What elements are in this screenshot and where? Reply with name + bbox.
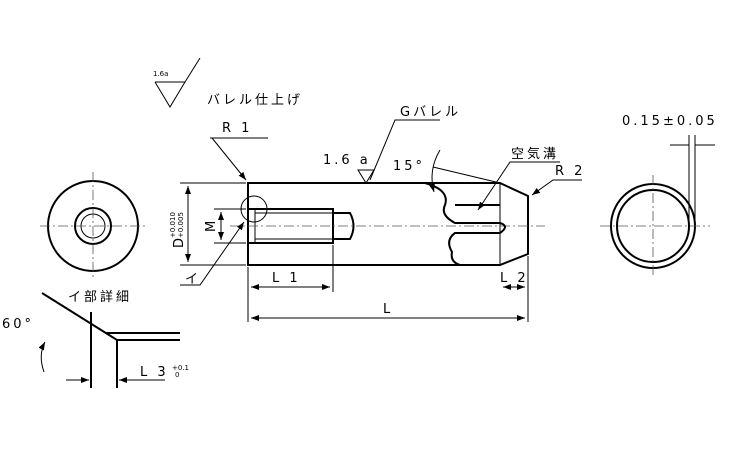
surface-roughness-symbol: 1.6a: [153, 57, 201, 108]
l1-label: L 1: [272, 271, 301, 286]
r1-label: R 1: [222, 121, 252, 136]
d-tol-lower: +0.005: [177, 212, 185, 238]
right-end-view: [600, 135, 715, 278]
l3-label: L 3: [140, 365, 169, 380]
roughness-top-label: 1.6 a: [323, 153, 371, 168]
g-barrel-label: Gバレル: [400, 105, 461, 120]
detail-marker-label: イ: [185, 272, 201, 287]
d-tol-upper: +0.010: [169, 212, 177, 238]
angle-15-label: 15°: [393, 159, 425, 174]
l3-tol-lower: 0: [175, 371, 179, 379]
d-label: D: [172, 235, 187, 248]
r2-label: R 2: [555, 164, 585, 179]
air-groove-label: 空気溝: [511, 146, 559, 162]
detail-view: イ部詳細 60° L 3 +0.1 0: [2, 289, 189, 388]
detail-title: イ部詳細: [68, 289, 132, 305]
roughness-label: 1.6a: [153, 70, 168, 78]
l2-label: L 2: [500, 271, 529, 286]
pin-body: [230, 182, 545, 266]
angle-60-label: 60°: [2, 317, 34, 332]
tolerance-width-label: 0.15±0.05: [622, 114, 718, 129]
barrel-finish-note: バレル仕上げ: [207, 93, 303, 108]
l-label: L: [383, 302, 393, 317]
m-label: M: [204, 218, 219, 232]
l3-tol-upper: +0.1: [172, 364, 189, 372]
left-end-view: [40, 172, 148, 280]
